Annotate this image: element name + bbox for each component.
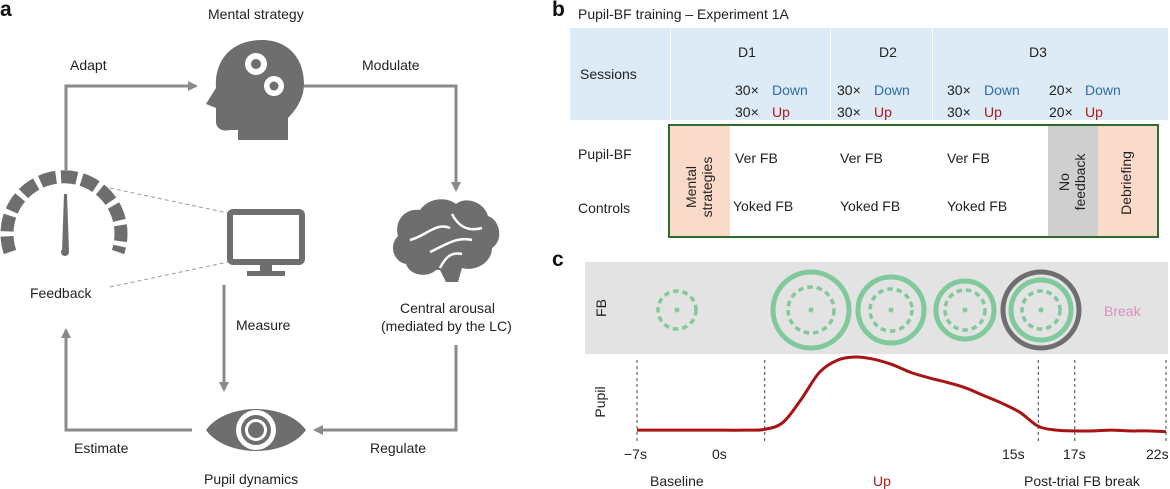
regulate-label: Regulate — [370, 440, 427, 456]
trial-count: 30× — [947, 104, 971, 120]
debriefing-text: Debriefing — [1118, 151, 1134, 215]
measure-label: Measure — [236, 317, 291, 333]
debriefing-cell — [1098, 126, 1157, 236]
estimate-label: Estimate — [74, 440, 129, 456]
header-divider-2 — [830, 28, 831, 120]
trial-count: 30× — [735, 82, 759, 98]
fb-stimulus-1 — [770, 269, 852, 351]
trial-count: 30× — [837, 82, 861, 98]
trial-dir-up: Up — [1085, 104, 1103, 120]
trial-dir-up: Up — [984, 104, 1002, 120]
trial-dir-down: Down — [1085, 82, 1121, 98]
fb-stimulus-final — [1000, 269, 1082, 351]
panel-c-letter: c — [552, 248, 564, 271]
no-feedback-text: No feedback — [1056, 142, 1090, 222]
header-divider-3 — [932, 28, 933, 120]
no-feedback-cell — [1048, 126, 1098, 236]
trial-count: 30× — [947, 82, 971, 98]
panel-b-letter: b — [552, 0, 565, 21]
pupil-bf-cell-d2: Ver FB — [840, 150, 883, 166]
break-label: Break — [1104, 303, 1141, 319]
pupil-axis-label: Pupil — [592, 386, 608, 418]
trial-count: 20× — [1049, 104, 1073, 120]
time-tick: 0s — [712, 446, 727, 462]
phase-post-trial: Post-trial FB break — [1024, 473, 1140, 489]
control-cell-d2: Yoked FB — [840, 198, 901, 214]
group-controls-label: Controls — [578, 200, 631, 216]
trial-dir-down: Down — [772, 82, 808, 98]
regulate-arrow — [313, 345, 458, 435]
fb-stimulus-baseline — [656, 289, 698, 331]
trial-dir-up: Up — [772, 104, 790, 120]
monitor-icon — [227, 209, 305, 276]
brain-icon — [392, 199, 500, 282]
sessions-label: Sessions — [580, 66, 637, 82]
estimate-arrow — [61, 328, 192, 432]
central-arousal-sublabel: (mediated by the LC) — [381, 318, 512, 334]
modulate-label: Modulate — [362, 57, 420, 73]
central-arousal-label: Central arousal — [400, 300, 495, 316]
mental-strategy-label: Mental strategy — [208, 6, 304, 22]
panel-a-letter: a — [0, 0, 12, 21]
head-gears-icon — [206, 40, 304, 140]
trial-count: 30× — [735, 104, 759, 120]
group-pupil-bf-label: Pupil-BF — [578, 146, 632, 162]
dashed-connector-bottom — [109, 261, 229, 288]
control-cell-d3: Yoked FB — [947, 198, 1008, 214]
no-feedback-line-1: No — [1056, 173, 1072, 191]
feedback-label: Feedback — [30, 285, 92, 301]
trial-count: 20× — [1049, 82, 1073, 98]
mental-strategies-cell — [670, 126, 730, 236]
pupil-bf-cell-d1: Ver FB — [735, 150, 778, 166]
panel-b-title: Pupil-BF training – Experiment 1A — [578, 6, 789, 22]
phase-up: Up — [873, 473, 891, 489]
control-cell-d1: Yoked FB — [733, 198, 794, 214]
time-tick: 17s — [1063, 446, 1086, 462]
pupil-chart — [636, 355, 1167, 442]
modulate-arrow — [304, 84, 461, 192]
adapt-arrow — [64, 81, 198, 170]
sessions-header-bg — [570, 28, 1168, 120]
fb-stimuli — [656, 269, 1082, 351]
mental-strategies-line-2: strategies — [699, 156, 715, 218]
time-tick: −7s — [624, 446, 647, 462]
time-tick: 15s — [1002, 446, 1025, 462]
dashed-connector-top — [109, 187, 229, 214]
pupil-trace-line — [637, 355, 1167, 434]
phase-baseline: Baseline — [650, 473, 704, 489]
mental-strategies-text: Mental strategies — [683, 147, 717, 227]
eye-icon — [206, 409, 306, 451]
fb-stimulus-2 — [855, 274, 927, 346]
no-feedback-line-2: feedback — [1072, 153, 1088, 211]
panel-a-diagram — [0, 40, 500, 451]
trial-dir-down: Down — [984, 82, 1020, 98]
day-3-label: D3 — [1029, 44, 1047, 60]
gauge-icon — [0, 170, 128, 256]
trial-dir-up: Up — [874, 104, 892, 120]
trial-dir-down: Down — [874, 82, 910, 98]
day-1-label: D1 — [738, 44, 756, 60]
header-divider-1 — [670, 28, 671, 120]
time-tick: 22s — [1146, 446, 1169, 462]
day-2-label: D2 — [879, 44, 897, 60]
fb-stimulus-3 — [933, 278, 997, 342]
pupil-bf-cell-d3: Ver FB — [947, 150, 990, 166]
trial-count: 30× — [837, 104, 861, 120]
adapt-label: Adapt — [70, 57, 107, 73]
pupil-dynamics-label: Pupil dynamics — [204, 471, 299, 487]
mental-strategies-line-1: Mental — [683, 165, 699, 209]
